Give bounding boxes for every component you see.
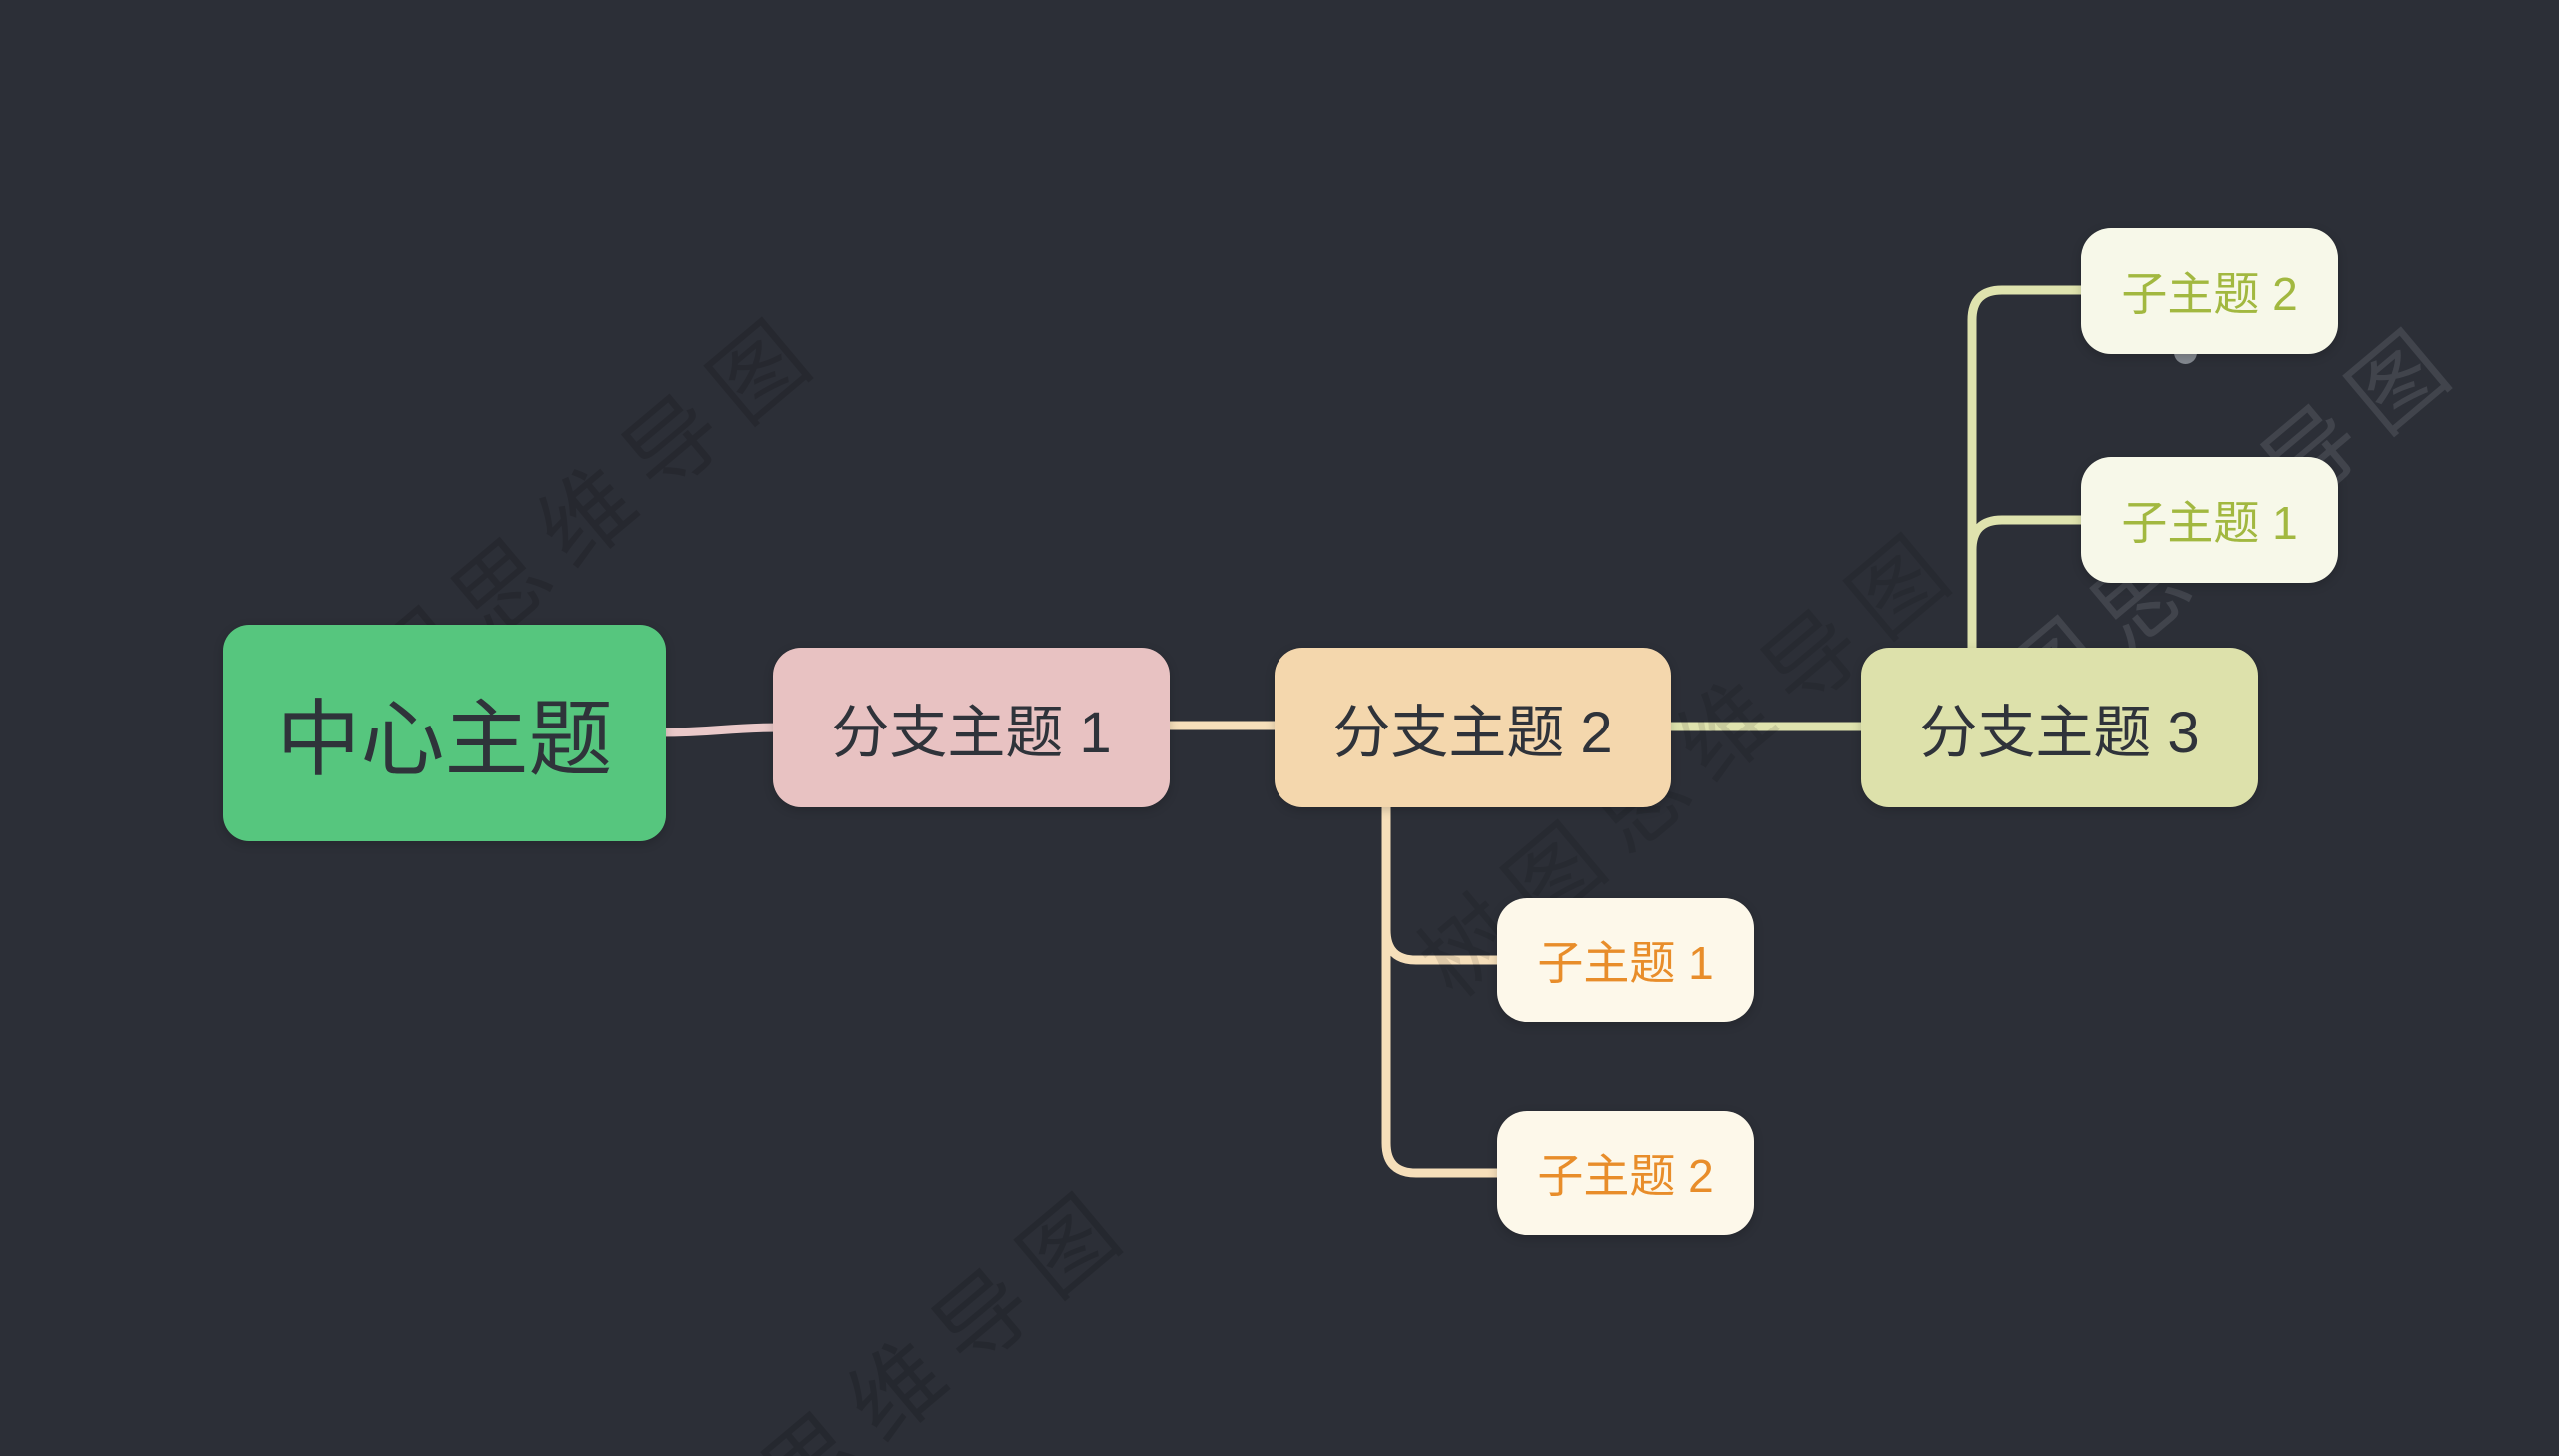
branch2-subtopic-2-node[interactable]: 子主题 2 [1497, 1111, 1754, 1235]
branch2-subtopic-1-label: 子主题 1 [1537, 937, 1714, 989]
branch-topic-2-node[interactable]: 分支主题 2 [1275, 648, 1671, 807]
central-topic-node[interactable]: 中心主题 [223, 625, 666, 841]
branch2-subtopic-1-node[interactable]: 子主题 1 [1497, 898, 1754, 1022]
central-topic-label: 中心主题 [276, 693, 613, 786]
connector-center-to-branch1 [659, 723, 781, 737]
branch3-subtopic-2-node[interactable]: 子主题 2 [2081, 228, 2338, 354]
branch-topic-2-label: 分支主题 2 [1332, 701, 1613, 765]
branch-topic-3-label: 分支主题 3 [1919, 701, 2200, 765]
branch2-subtopic-2-label: 子主题 2 [1537, 1150, 1714, 1202]
branch-topic-1-node[interactable]: 分支主题 1 [773, 648, 1170, 807]
connector-branch3-to-subtopics [1967, 285, 2085, 652]
branch3-subtopic-1-label: 子主题 1 [2121, 497, 2298, 549]
branch-topic-1-label: 分支主题 1 [831, 701, 1112, 765]
branch3-subtopic-2-label: 子主题 2 [2121, 268, 2298, 320]
branch-topic-3-node[interactable]: 分支主题 3 [1861, 648, 2258, 807]
watermark-text: 树图思维导图 [572, 1165, 1154, 1456]
branch3-subtopic-1-node[interactable]: 子主题 1 [2081, 457, 2338, 583]
connector-branch2-to-subtopics [1381, 803, 1501, 1178]
